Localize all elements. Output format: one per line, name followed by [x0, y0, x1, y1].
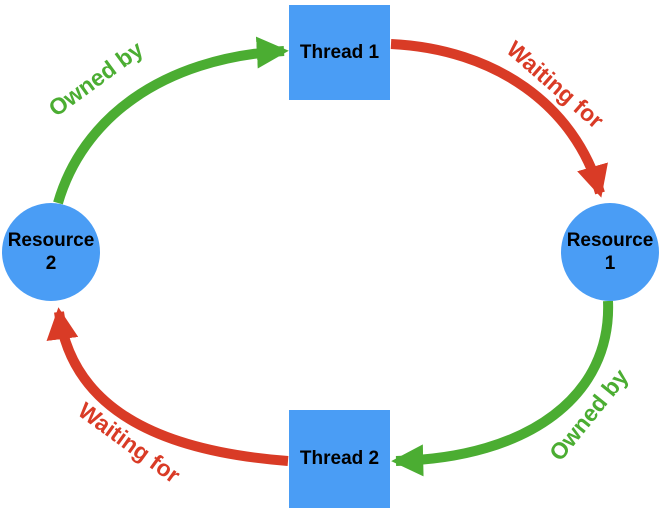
node-thread-2: Thread 2	[289, 410, 390, 508]
arrow-owned-by-top	[53, 36, 289, 205]
node-thread-1-label: Thread 1	[299, 41, 380, 63]
node-resource-1: Resource 1	[561, 203, 659, 301]
node-thread-2-label: Thread 2	[299, 448, 380, 470]
arrow-waiting-for-bottom	[46, 307, 289, 466]
node-resource-1-label-line1: Resource	[566, 229, 654, 251]
arrow-owned-by-bottom	[391, 300, 614, 477]
node-thread-1: Thread 1	[289, 5, 390, 100]
node-resource-1-label-line2: 1	[604, 253, 616, 274]
node-resource-2-label-line1: Resource	[7, 229, 95, 251]
arrow-waiting-for-top	[390, 39, 608, 198]
node-resource-2-label-line2: 2	[45, 253, 57, 274]
node-resource-2: Resource 2	[2, 203, 100, 301]
